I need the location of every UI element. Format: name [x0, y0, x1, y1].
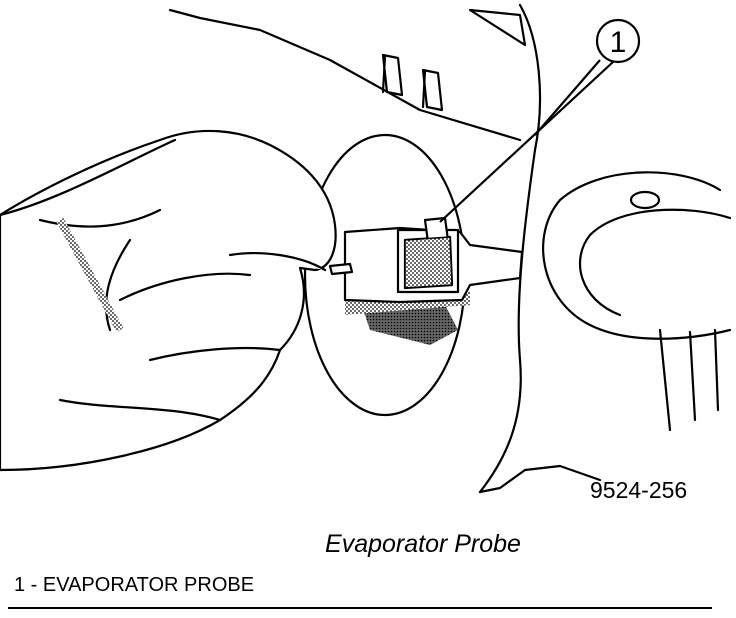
louver-tab	[381, 53, 404, 97]
diagram-figure: 1 9524-256	[0, 3, 732, 503]
hand	[0, 129, 337, 472]
bottom-divider	[8, 607, 712, 609]
figure-id: 9524-256	[590, 477, 687, 503]
callout-circle	[595, 18, 641, 64]
callout-leader	[439, 61, 614, 223]
evaporator-probe-illustration: 1 9524-256	[0, 3, 732, 503]
figure-caption: Evaporator Probe	[325, 530, 521, 558]
legend-item: 1 - EVAPORATOR PROBE	[14, 574, 255, 596]
louver-tab	[421, 68, 444, 112]
callout-number: 1	[610, 26, 627, 59]
housing-port	[542, 171, 732, 340]
